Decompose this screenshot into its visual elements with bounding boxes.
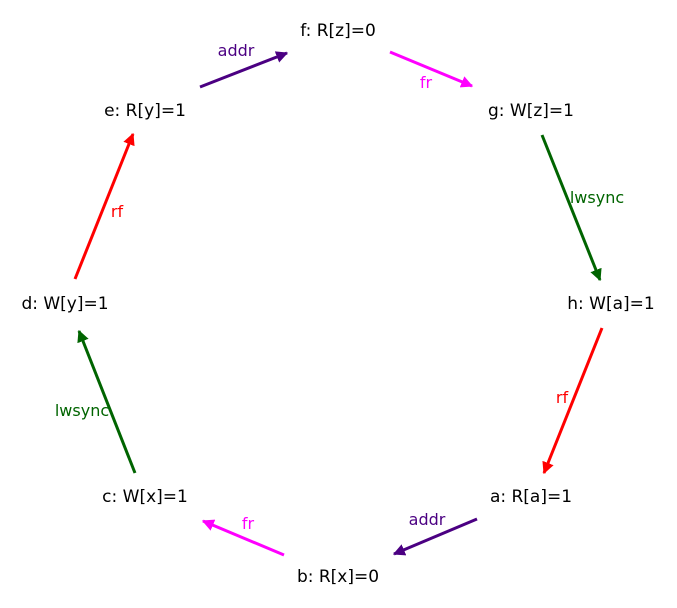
- node-g: g: W[z]=1: [488, 101, 574, 121]
- node-b: b: R[x]=0: [297, 567, 379, 587]
- edge-h-a: [542, 327, 604, 475]
- edge-a-b: [392, 517, 478, 556]
- edge-label-d-e: rf: [111, 202, 124, 221]
- node-d: d: W[y]=1: [21, 294, 108, 314]
- edge-g-h: [540, 134, 602, 282]
- edge-e-f: [199, 51, 289, 89]
- node-e: e: R[y]=1: [104, 101, 186, 121]
- node-h: h: W[a]=1: [567, 294, 654, 314]
- edge-f-g: [389, 50, 474, 88]
- edge-d-e: [73, 132, 135, 280]
- edge-label-h-a: rf: [556, 388, 569, 407]
- edge-label-a-b: addr: [409, 510, 446, 529]
- node-a: a: R[a]=1: [490, 487, 572, 507]
- edge-c-d: [77, 329, 137, 474]
- edge-label-f-g: fr: [420, 73, 433, 92]
- node-c: c: W[x]=1: [102, 487, 188, 507]
- edge-label-c-d: lwsync: [55, 401, 109, 420]
- node-f: f: R[z]=0: [300, 21, 376, 41]
- edge-label-b-c: fr: [242, 514, 255, 533]
- edge-label-g-h: lwsync: [570, 188, 624, 207]
- edge-b-c: [201, 519, 285, 557]
- edge-label-e-f: addr: [218, 41, 255, 60]
